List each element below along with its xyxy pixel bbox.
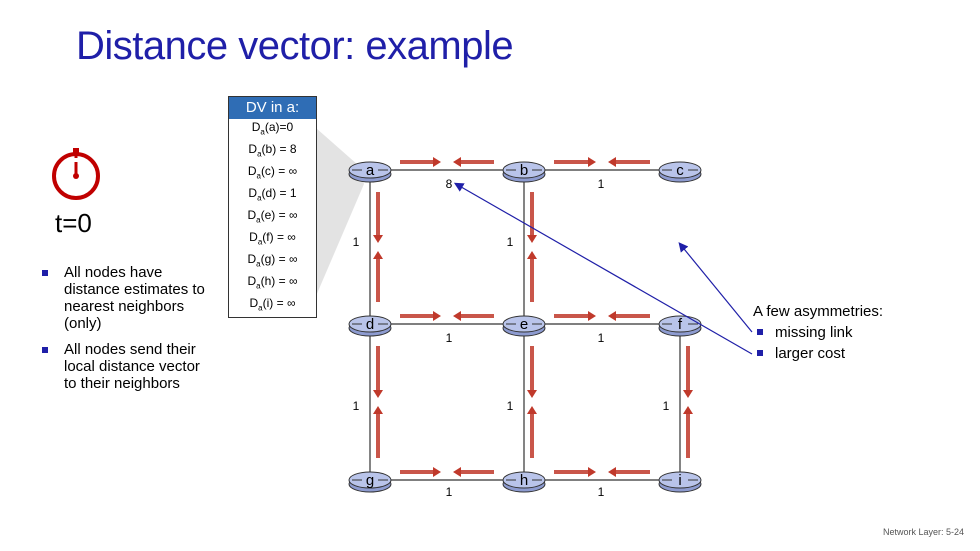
- dv-message-arrow: [400, 467, 441, 477]
- link-cost-d-e: 1: [446, 331, 453, 345]
- dv-message-arrow: [527, 346, 537, 398]
- dv-message-arrow: [453, 311, 494, 321]
- link-cost-a-d: 1: [353, 235, 360, 249]
- dv-table-row: Da(g) = ∞: [247, 251, 298, 269]
- link-cost-d-g: 1: [353, 399, 360, 413]
- router-label: d: [366, 316, 374, 333]
- dv-message-arrow: [683, 346, 693, 398]
- link-cost-g-h: 1: [446, 485, 453, 499]
- router-e: e: [502, 315, 546, 337]
- dv-message-arrow: [400, 157, 441, 167]
- bullet-item: All nodes have distance estimates to nea…: [38, 264, 216, 332]
- router-label: e: [520, 316, 528, 333]
- dv-message-arrow: [373, 346, 383, 398]
- asymmetries-note: A few asymmetries: missing link larger c…: [753, 302, 883, 364]
- link-cost-a-b: 8: [446, 177, 453, 191]
- router-label: i: [678, 472, 681, 489]
- dv-message-arrow: [683, 406, 693, 458]
- dv-message-arrow: [373, 406, 383, 458]
- dv-message-arrow: [453, 157, 494, 167]
- slide-footer: Network Layer: 5-24: [882, 527, 964, 537]
- dv-table-header: DV in a:: [229, 97, 316, 119]
- dv-message-arrow: [373, 251, 383, 302]
- dv-message-arrow: [608, 467, 650, 477]
- link-cost-e-f: 1: [598, 331, 605, 345]
- dv-table-row: Da(b) = 8: [248, 141, 297, 159]
- dv-table-row: Da(d) = 1: [248, 185, 297, 203]
- link-cost-f-i: 1: [663, 399, 670, 413]
- router-label: g: [366, 472, 374, 489]
- dv-table-row: Da(c) = ∞: [247, 163, 298, 181]
- router-label: f: [678, 316, 683, 333]
- router-label: b: [520, 162, 528, 179]
- dv-message-arrow: [554, 157, 596, 167]
- link-cost-b-e: 1: [507, 235, 514, 249]
- dv-table-row: Da(i) = ∞: [249, 295, 296, 313]
- router-c: c: [658, 161, 702, 183]
- dv-table-row: Da(a)=0: [251, 120, 294, 137]
- link-cost-e-h: 1: [507, 399, 514, 413]
- dv-message-arrow: [527, 406, 537, 458]
- dv-message-arrow: [554, 311, 596, 321]
- larger-cost-pointer: [453, 182, 753, 355]
- dv-table-row: Da(e) = ∞: [247, 207, 298, 225]
- dv-callout: [316, 128, 364, 296]
- clock-icon: [52, 148, 100, 200]
- time-label: t=0: [55, 208, 92, 238]
- dv-message-arrow: [373, 192, 383, 243]
- dv-message-arrow: [608, 157, 650, 167]
- dv-message-arrow: [453, 467, 494, 477]
- router-a: a: [348, 161, 392, 183]
- link-cost-b-c: 1: [598, 177, 605, 191]
- router-i: i: [658, 471, 702, 493]
- router-f: f: [658, 315, 702, 337]
- router-label: h: [520, 472, 528, 489]
- dv-message-arrow: [527, 192, 537, 243]
- router-g: g: [348, 471, 392, 493]
- asymmetry-item: larger cost: [753, 343, 883, 364]
- slide-title: Distance vector: example: [76, 24, 514, 68]
- dv-message-arrow: [608, 311, 650, 321]
- asymmetries-title: A few asymmetries:: [753, 303, 884, 320]
- bullet-item: All nodes send their local distance vect…: [38, 341, 216, 392]
- dv-message-arrow: [554, 467, 596, 477]
- missing-link-pointer: [678, 242, 753, 333]
- dv-table-row: Da(f) = ∞: [249, 229, 296, 247]
- router-d: d: [348, 315, 392, 337]
- dv-table-row: Da(h) = ∞: [247, 273, 298, 291]
- dv-message-arrow: [527, 251, 537, 302]
- link-cost-h-i: 1: [598, 485, 605, 499]
- asymmetry-item: missing link: [753, 322, 883, 343]
- router-h: h: [502, 471, 546, 493]
- router-label: c: [676, 162, 684, 179]
- router-b: b: [502, 161, 546, 183]
- dv-message-arrow: [400, 311, 441, 321]
- bullet-list: All nodes have distance estimates to nea…: [38, 264, 216, 401]
- router-label: a: [366, 162, 375, 179]
